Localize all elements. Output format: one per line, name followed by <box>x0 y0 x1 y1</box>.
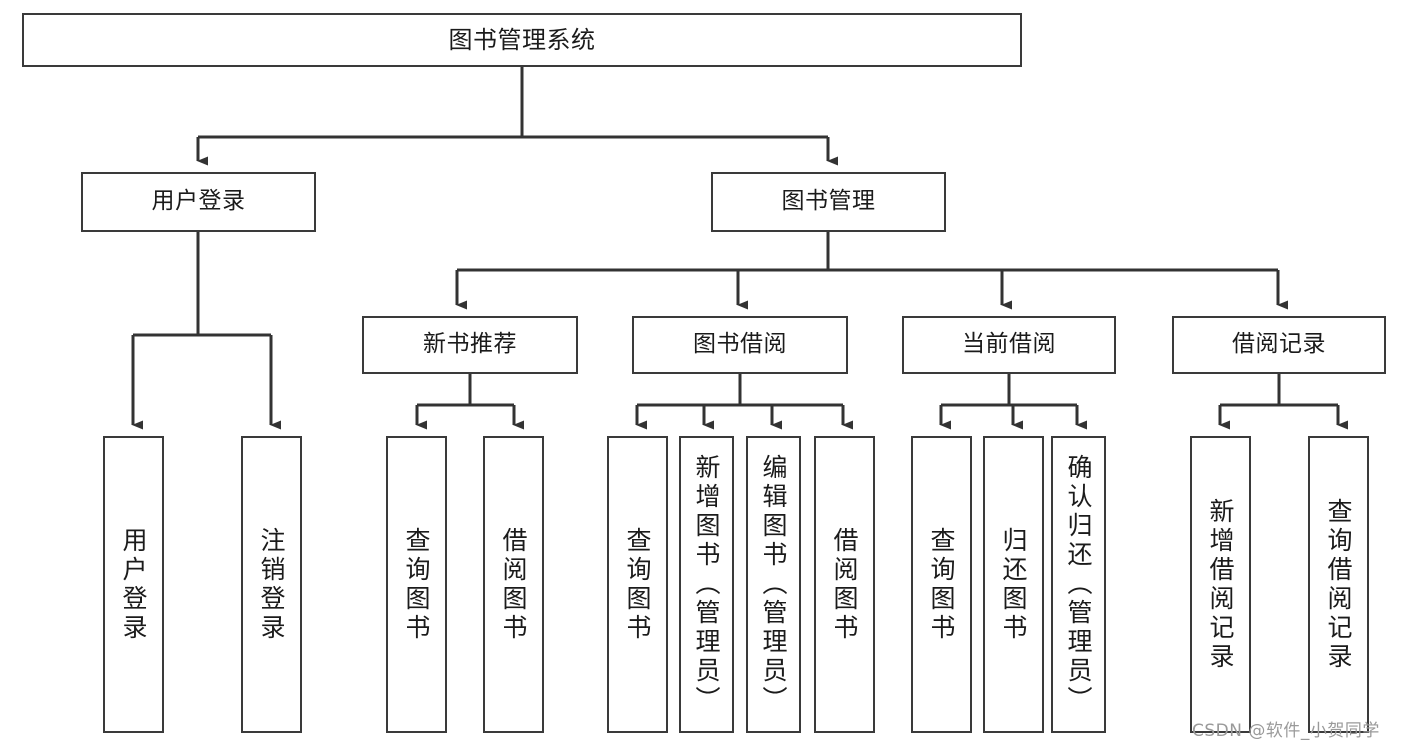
leaf-node-9[interactable]: 归还图书 <box>983 436 1044 733</box>
module-node-2[interactable]: 当前借阅 <box>902 316 1116 374</box>
module-node-0-label: 新书推荐 <box>423 331 517 358</box>
leaf-node-12-label: 查询借阅记录 <box>1324 497 1353 672</box>
module-node-2-label: 当前借阅 <box>962 331 1056 358</box>
module-node-0[interactable]: 新书推荐 <box>362 316 578 374</box>
leaf-node-11-label: 新增借阅记录 <box>1206 497 1235 672</box>
leaf-node-2[interactable]: 查询图书 <box>386 436 447 733</box>
leaf-node-0[interactable]: 用户登录 <box>103 436 164 733</box>
leaf-node-1-label: 注销登录 <box>257 526 286 643</box>
leaf-node-3[interactable]: 借阅图书 <box>483 436 544 733</box>
leaf-node-8[interactable]: 查询图书 <box>911 436 972 733</box>
module-node-3-label: 借阅记录 <box>1232 331 1326 358</box>
leaf-node-8-label: 查询图书 <box>927 526 956 643</box>
csdn-watermark: CSDN @软件_小贺同学 <box>1192 721 1380 741</box>
leaf-node-5-label: 新增图书（管理员） <box>692 454 721 715</box>
leaf-node-7-label: 借阅图书 <box>830 526 859 643</box>
leaf-node-4-label: 查询图书 <box>623 526 652 643</box>
branch-node-1-label: 图书管理 <box>781 188 876 215</box>
leaf-node-4[interactable]: 查询图书 <box>607 436 668 733</box>
leaf-node-10[interactable]: 确认归还（管理员） <box>1051 436 1106 733</box>
leaf-node-9-label: 归还图书 <box>999 526 1028 643</box>
module-node-1-label: 图书借阅 <box>693 331 787 358</box>
root-node-book-management-system[interactable]: 图书管理系统 <box>22 13 1022 67</box>
leaf-node-12[interactable]: 查询借阅记录 <box>1308 436 1369 733</box>
leaf-node-1[interactable]: 注销登录 <box>241 436 302 733</box>
leaf-node-2-label: 查询图书 <box>402 526 431 643</box>
leaf-node-3-label: 借阅图书 <box>499 526 528 643</box>
leaf-node-7[interactable]: 借阅图书 <box>814 436 875 733</box>
leaf-node-6[interactable]: 编辑图书（管理员） <box>746 436 801 733</box>
module-node-3[interactable]: 借阅记录 <box>1172 316 1386 374</box>
branch-node-0-label: 用户登录 <box>151 188 246 215</box>
leaf-node-11[interactable]: 新增借阅记录 <box>1190 436 1251 733</box>
branch-node-0[interactable]: 用户登录 <box>81 172 316 232</box>
leaf-node-10-label: 确认归还（管理员） <box>1064 454 1093 715</box>
leaf-node-0-label: 用户登录 <box>119 526 148 643</box>
branch-node-1[interactable]: 图书管理 <box>711 172 946 232</box>
root-node-book-management-system-label: 图书管理系统 <box>448 25 596 54</box>
module-node-1[interactable]: 图书借阅 <box>632 316 848 374</box>
leaf-node-6-label: 编辑图书（管理员） <box>759 454 788 715</box>
leaf-node-5[interactable]: 新增图书（管理员） <box>679 436 734 733</box>
